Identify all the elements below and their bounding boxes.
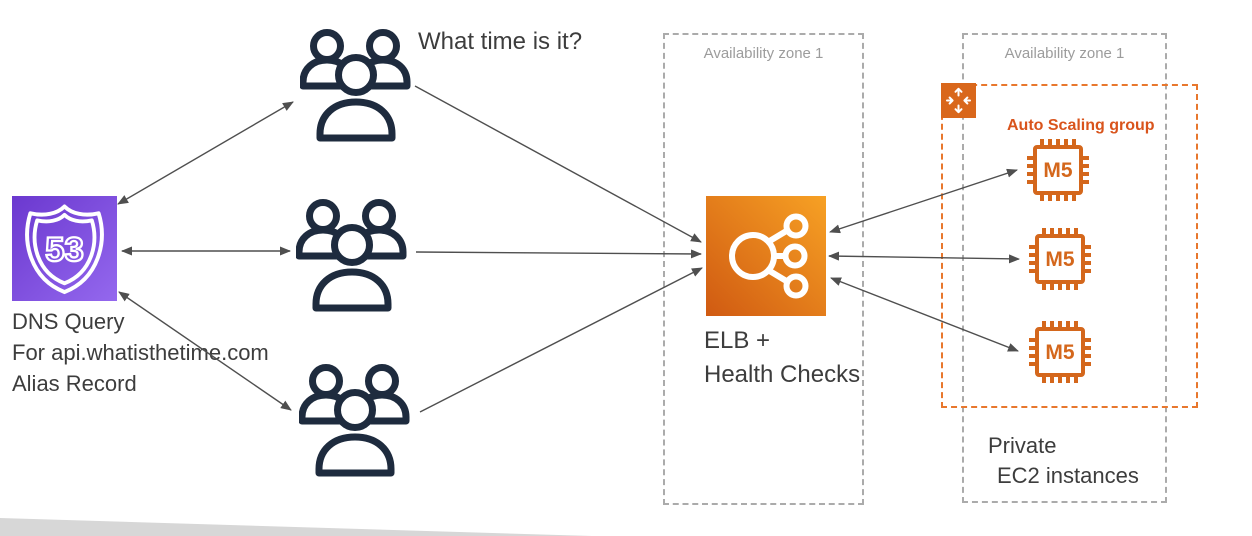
- m5-instance-label-3: M5: [1045, 341, 1074, 364]
- availability-zone-right-label: Availability zone 1: [1004, 45, 1125, 62]
- auto-scaling-group-label: Auto Scaling group: [1007, 117, 1155, 134]
- ec2-m5-instance-icon-3: M5: [1029, 321, 1091, 383]
- elb-caption: ELB + Health Checks: [704, 324, 860, 392]
- elb-icon: [706, 196, 826, 316]
- private-caption-line-1: Private: [988, 433, 1057, 458]
- slide-corner-decoration: [0, 518, 592, 536]
- users-icon-top: [300, 25, 413, 142]
- elb-caption-line-2: Health Checks: [704, 361, 861, 388]
- dns-caption-line-1: DNS Query: [12, 309, 125, 334]
- question-text: What time is it?: [418, 28, 583, 55]
- m5-instance-label-1: M5: [1043, 159, 1072, 182]
- route53-icon: 53: [12, 196, 117, 301]
- availability-zone-left-label: Availability zone 1: [703, 45, 824, 62]
- users-icon-bottom: [299, 360, 412, 477]
- auto-scaling-icon: [941, 83, 976, 118]
- ec2-m5-instance-icon-1: M5: [1027, 139, 1089, 201]
- users-icon-middle: [296, 195, 409, 312]
- arrow-users-middle-elb: [415, 249, 702, 259]
- route53-shield-icon: 53: [25, 204, 104, 295]
- ec2-m5-instance-icon-2: M5: [1029, 228, 1091, 290]
- route53-icon-number: 53: [45, 231, 84, 269]
- dns-caption-line-2: For api.whatisthetime.com: [12, 340, 269, 365]
- arrow-route53-users-top: [117, 101, 294, 205]
- private-caption-line-2: EC2 instances: [997, 463, 1139, 488]
- dns-query-caption: DNS Query For api.whatisthetime.com Alia…: [12, 306, 269, 399]
- auto-scaling-group-box: [941, 84, 1198, 408]
- availability-zone-right-box: Availability zone 1: [962, 33, 1167, 503]
- load-balancer-glyph-icon: [729, 213, 809, 299]
- arrow-users-top-elb: [414, 85, 702, 243]
- elb-caption-line-1: ELB +: [704, 327, 771, 354]
- arrow-users-bottom-elb: [419, 267, 703, 413]
- dns-caption-line-3: Alias Record: [12, 371, 137, 396]
- m5-instance-label-2: M5: [1045, 248, 1074, 271]
